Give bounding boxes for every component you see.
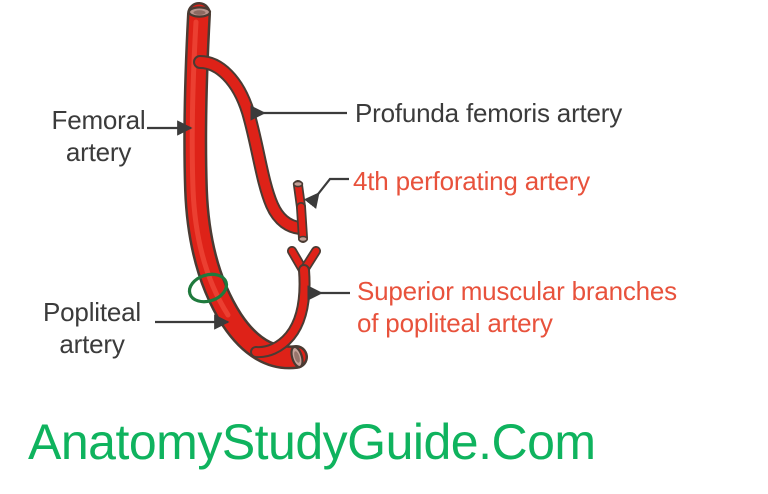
profunda-femoris-outline	[193, 55, 307, 235]
popliteal-artery-cut-end	[290, 345, 304, 369]
fourth-perforating-artery-group	[292, 180, 308, 243]
main-artery-highlight	[189, 19, 231, 318]
leader-line-fourth-perforating	[304, 177, 349, 209]
profunda-femoris-body	[195, 57, 305, 233]
femoral-popliteal-trunk-group	[183, 2, 308, 370]
profunda-femoris-artery-group	[193, 55, 307, 235]
fourth-perforating-stem-cut-end	[297, 235, 308, 243]
label-fourth-perforating-artery: 4th perforating artery	[353, 166, 590, 196]
label-femoral-artery: Femoral artery	[51, 105, 146, 167]
green-ring-marker	[187, 272, 229, 304]
site-watermark: AnatomyStudyGuide.Com	[28, 414, 596, 470]
label-popliteal-artery: Popliteal artery	[43, 297, 141, 359]
superior-muscular-common-stem-body	[252, 266, 309, 357]
fourth-perforating-cut-end	[292, 180, 304, 188]
label-profunda-femoris-artery: Profunda femoris artery	[355, 98, 623, 128]
superior-muscular-branches-group	[250, 246, 321, 359]
fourth-perforating-stem-body	[297, 203, 307, 242]
label-superior-muscular-branches: Superior muscular branches of popliteal …	[357, 276, 677, 338]
femoral-artery-cut-end	[187, 6, 212, 18]
